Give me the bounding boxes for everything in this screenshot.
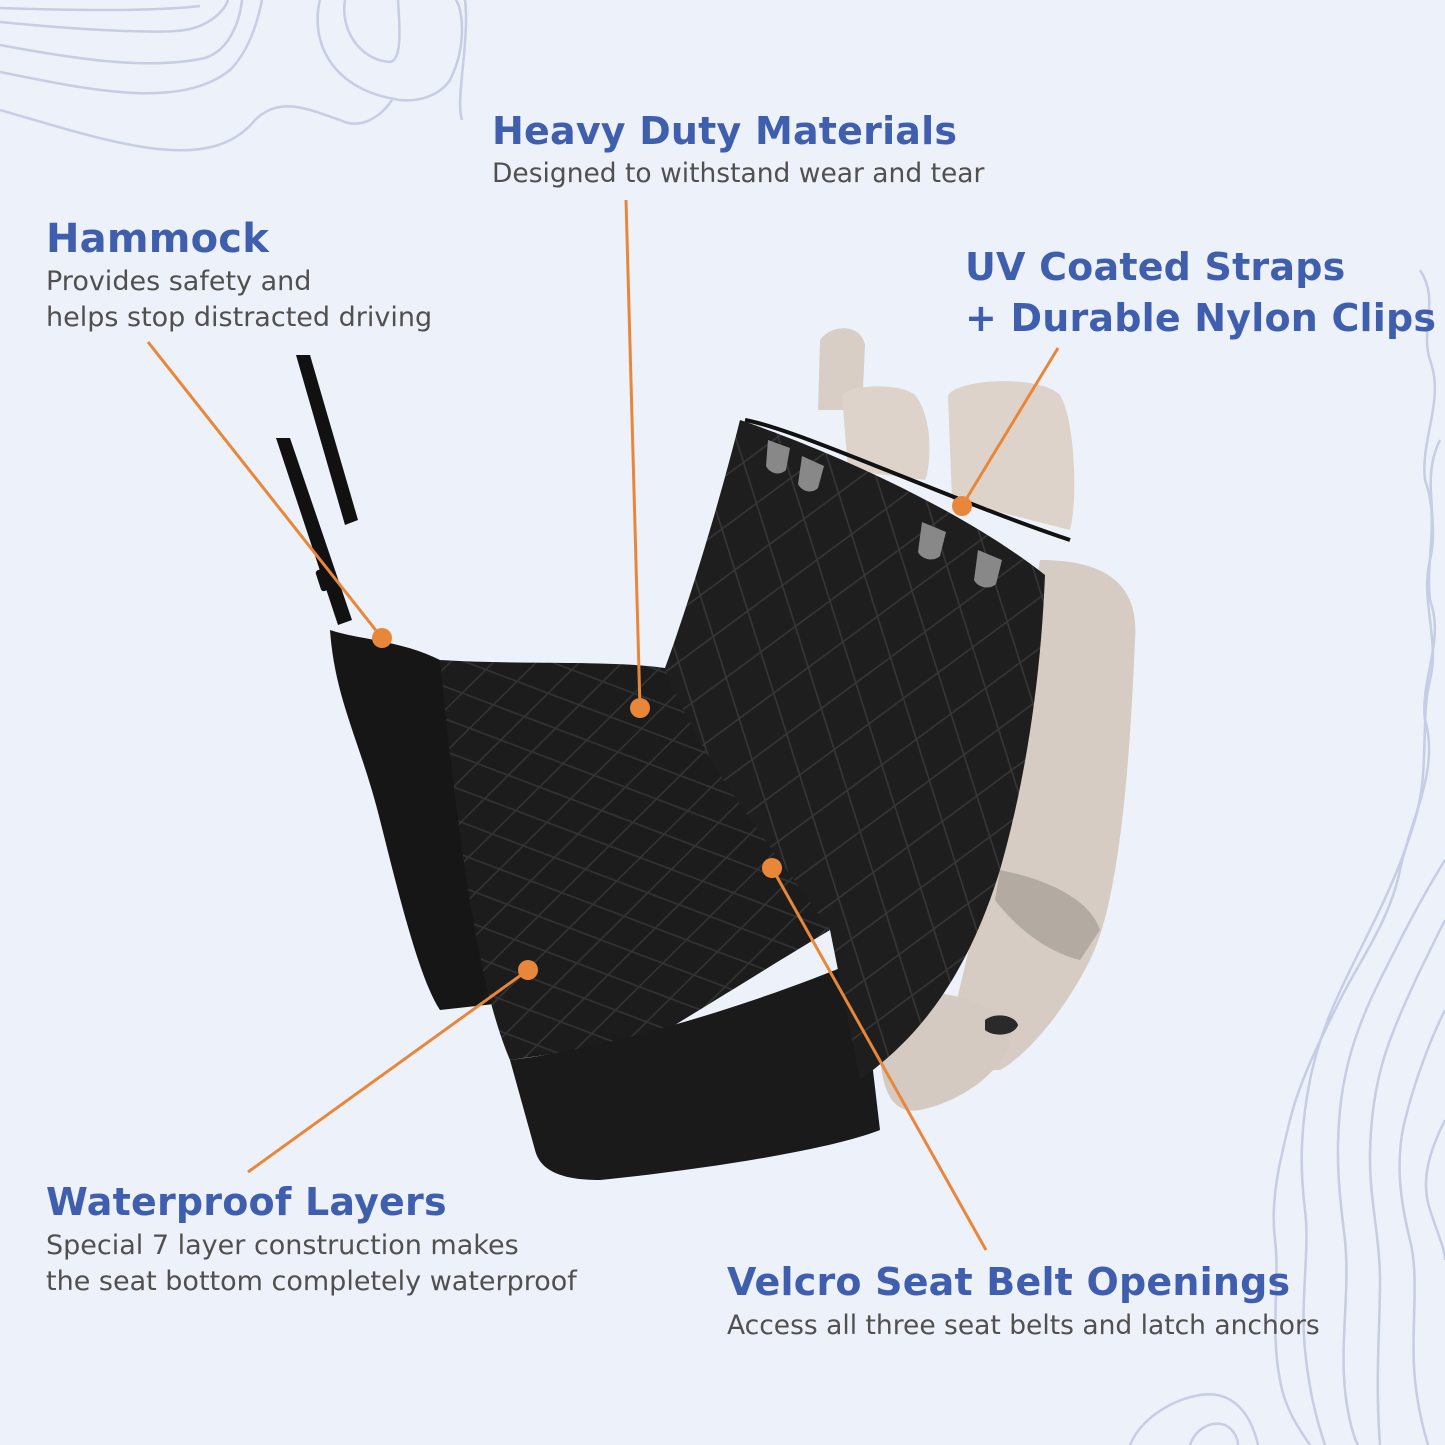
car-seat (818, 328, 1136, 1111)
hammock-marker (372, 628, 392, 648)
callout-title: UV Coated Straps (965, 245, 1346, 289)
callout-description: Designed to withstand wear and tear (492, 158, 985, 189)
callout-hammock: Hammock Provides safety and helps stop d… (46, 214, 432, 336)
waterproof-marker (518, 960, 538, 980)
callout-velcro-seat-belt-openings: Velcro Seat Belt Openings Access all thr… (727, 1256, 1320, 1344)
callout-description: Access all three seat belts and latch an… (727, 1310, 1320, 1341)
hammock-strap (296, 355, 358, 525)
heavy-duty-marker (630, 698, 650, 718)
callout-title: Velcro Seat Belt Openings (727, 1260, 1291, 1304)
callout-description: the seat bottom completely waterproof (46, 1266, 577, 1297)
seat-back-quilted (665, 420, 1045, 1080)
front-flap (510, 960, 880, 1180)
callout-heavy-duty-materials: Heavy Duty Materials Designed to withsta… (492, 106, 984, 192)
callout-title: Hammock (46, 216, 270, 262)
callout-title: Waterproof Layers (46, 1180, 447, 1224)
callout-uv-coated-straps: UV Coated Straps + Durable Nylon Clips (965, 242, 1436, 344)
seat-bottom-quilted (440, 660, 830, 1060)
callout-description: Provides safety and (46, 266, 312, 297)
callout-title: + Durable Nylon Clips (965, 296, 1437, 340)
callout-title: Heavy Duty Materials (492, 109, 958, 153)
nylon-clips (766, 440, 1002, 588)
callout-description: helps stop distracted driving (46, 302, 433, 333)
callout-waterproof-layers: Waterproof Layers Special 7 layer constr… (46, 1176, 577, 1300)
velcro-marker (762, 858, 782, 878)
callout-description: Special 7 layer construction makes (46, 1230, 519, 1261)
uv-straps-marker (952, 496, 972, 516)
